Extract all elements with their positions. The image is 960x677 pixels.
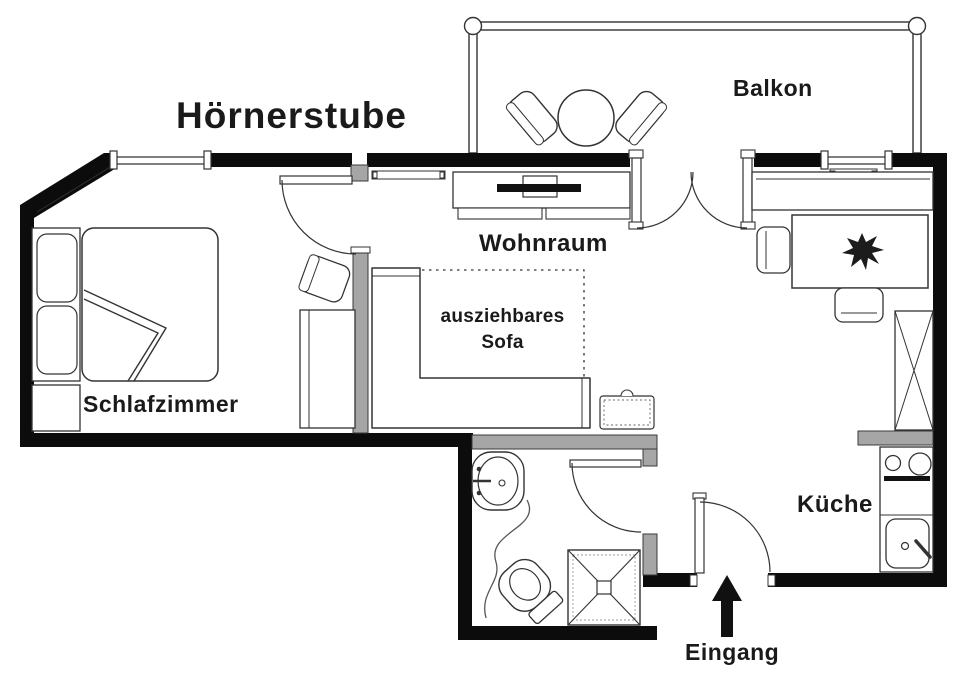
mattress <box>81 227 219 382</box>
tall-cabinet <box>894 310 934 431</box>
sink-drain <box>498 479 506 487</box>
sideboard <box>751 171 934 211</box>
radiator-living <box>371 170 446 180</box>
bed <box>31 227 219 432</box>
dining-chair-bottom <box>834 287 884 323</box>
balcony-railing <box>463 16 927 154</box>
kitchen-unit <box>879 446 934 573</box>
door-swing-arc <box>281 179 357 255</box>
sofa-annotation: ausziehbares Sofa <box>415 304 590 355</box>
vanity-counter-edge <box>484 499 531 619</box>
pillow <box>36 233 78 303</box>
stove-burner-small <box>884 454 902 472</box>
balcony-chair-right <box>615 90 668 146</box>
corner-sofa <box>371 267 591 429</box>
stove-burner-large <box>908 452 932 476</box>
pillow <box>36 305 78 375</box>
bathroom-right-wall-upper <box>642 448 658 467</box>
room-label-living-room: Wohnraum <box>479 230 608 257</box>
dining-chair-left <box>756 226 791 274</box>
desk <box>299 309 356 429</box>
partition-end-cap <box>350 246 371 254</box>
tv <box>497 184 581 192</box>
outer-walls <box>20 153 947 640</box>
bathroom-right-wall-lower <box>642 533 658 576</box>
door-hinge-block <box>350 164 369 182</box>
shower <box>567 549 641 626</box>
bathroom-door <box>569 459 642 533</box>
door-swing-arc <box>636 171 694 229</box>
room-label-entrance: Eingang <box>685 639 780 665</box>
sofa-annotation-line2: Sofa <box>481 331 524 353</box>
entrance-arrow-icon <box>712 575 742 637</box>
ottoman <box>599 389 655 430</box>
bedside-cabinet <box>31 384 81 432</box>
entrance-door <box>689 492 776 587</box>
door-swing-arc <box>699 501 771 573</box>
tv-lowboard <box>452 171 631 220</box>
bedroom-door <box>279 175 357 255</box>
sink-drain <box>900 541 910 551</box>
dining-window <box>820 150 893 170</box>
blanket-fold <box>83 289 168 382</box>
kitchen-faucet <box>914 539 932 559</box>
kitchen-counter <box>857 430 934 446</box>
pullout-sofa-outline <box>422 269 585 378</box>
balcony-chair-left <box>505 90 558 146</box>
plant-icon <box>842 233 884 270</box>
room-label-bedroom: Schlafzimmer <box>83 391 239 417</box>
corner-wall-face-line <box>36 165 113 213</box>
sofa-annotation-line1: ausziehbares <box>440 306 565 327</box>
bathroom-top-wall <box>471 434 658 450</box>
page-title: Hörnerstube <box>176 95 407 136</box>
balcony-table <box>557 89 615 147</box>
bathroom-sink <box>471 451 525 511</box>
partition-walls <box>350 164 934 576</box>
stove-front-bar <box>884 476 930 481</box>
desk-chair <box>298 254 351 303</box>
room-label-balcony: Balkon <box>733 75 813 101</box>
bedroom-window <box>109 150 212 170</box>
room-label-kitchen: Küche <box>797 491 873 518</box>
blanket-fold <box>83 298 160 382</box>
door-swing-arc <box>690 171 748 229</box>
balcony-french-door <box>628 149 756 230</box>
toilet <box>498 558 564 625</box>
door-swing-arc <box>571 462 642 533</box>
